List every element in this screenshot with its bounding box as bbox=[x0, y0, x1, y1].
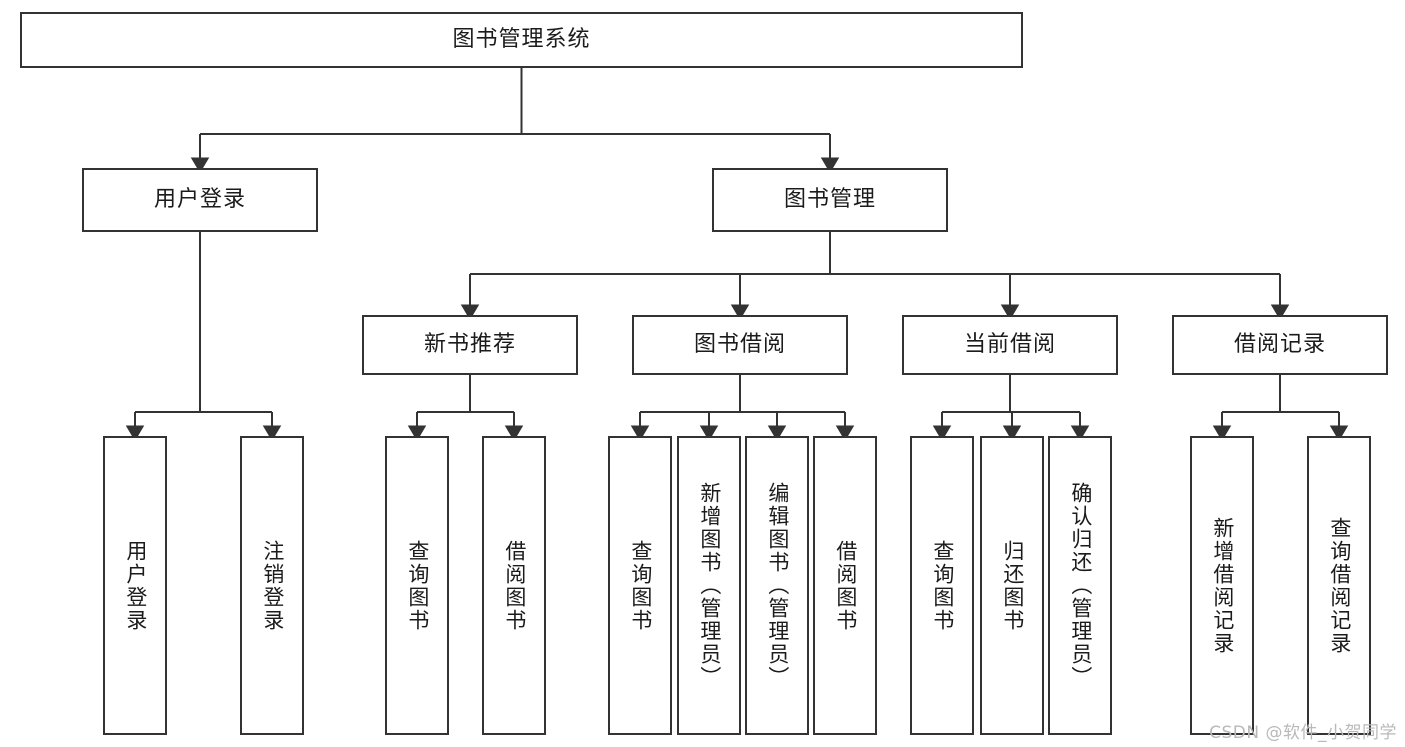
node-label-l_login: 用户登录 bbox=[123, 539, 148, 632]
node-label-c_query: 查询图书 bbox=[930, 539, 955, 632]
node-box-newbook[interactable]: 新书推荐 bbox=[362, 315, 578, 375]
node-box-b_query[interactable]: 查询图书 bbox=[608, 436, 672, 735]
node-label-b_lend: 借阅图书 bbox=[833, 539, 858, 632]
node-label-b_query: 查询图书 bbox=[628, 539, 653, 632]
node-box-r_query[interactable]: 查询借阅记录 bbox=[1307, 436, 1371, 735]
node-label-n_borrow: 借阅图书 bbox=[502, 539, 527, 632]
node-label-records: 借阅记录 bbox=[1233, 331, 1326, 357]
node-box-records[interactable]: 借阅记录 bbox=[1172, 315, 1388, 375]
node-label-b_add: 新增图书（管理员） bbox=[697, 482, 722, 689]
node-box-current[interactable]: 当前借阅 bbox=[902, 315, 1118, 375]
node-label-c_return: 归还图书 bbox=[1000, 539, 1025, 632]
node-box-c_query[interactable]: 查询图书 bbox=[910, 436, 974, 735]
node-box-n_borrow[interactable]: 借阅图书 bbox=[482, 436, 546, 735]
node-box-borrow[interactable]: 图书借阅 bbox=[632, 315, 848, 375]
node-box-login[interactable]: 用户登录 bbox=[82, 168, 318, 232]
node-label-r_add: 新增借阅记录 bbox=[1210, 516, 1235, 655]
node-label-bookmgmt: 图书管理 bbox=[783, 186, 876, 212]
watermark-text: CSDN @软件_小贺同学 bbox=[1209, 723, 1397, 743]
node-label-root: 图书管理系统 bbox=[452, 26, 591, 52]
node-box-l_login[interactable]: 用户登录 bbox=[103, 436, 167, 735]
node-box-l_logout[interactable]: 注销登录 bbox=[240, 436, 304, 735]
node-label-borrow: 图书借阅 bbox=[693, 331, 786, 357]
node-label-n_query: 查询图书 bbox=[405, 539, 430, 632]
node-box-bookmgmt[interactable]: 图书管理 bbox=[712, 168, 948, 232]
node-box-c_return[interactable]: 归还图书 bbox=[980, 436, 1044, 735]
node-box-n_query[interactable]: 查询图书 bbox=[385, 436, 449, 735]
node-box-r_add[interactable]: 新增借阅记录 bbox=[1190, 436, 1254, 735]
node-box-root[interactable]: 图书管理系统 bbox=[20, 12, 1023, 68]
node-label-b_edit: 编辑图书（管理员） bbox=[765, 482, 790, 689]
node-label-c_confirm: 确认归还（管理员） bbox=[1068, 482, 1093, 689]
node-box-b_edit[interactable]: 编辑图书（管理员） bbox=[745, 436, 809, 735]
node-box-b_add[interactable]: 新增图书（管理员） bbox=[677, 436, 741, 735]
node-box-c_confirm[interactable]: 确认归还（管理员） bbox=[1048, 436, 1112, 735]
node-label-newbook: 新书推荐 bbox=[423, 331, 516, 357]
node-label-login: 用户登录 bbox=[153, 186, 246, 212]
node-label-r_query: 查询借阅记录 bbox=[1327, 516, 1352, 655]
edges-group bbox=[125, 68, 1349, 442]
node-box-b_lend[interactable]: 借阅图书 bbox=[813, 436, 877, 735]
node-label-l_logout: 注销登录 bbox=[260, 539, 285, 632]
node-label-current: 当前借阅 bbox=[963, 331, 1056, 357]
